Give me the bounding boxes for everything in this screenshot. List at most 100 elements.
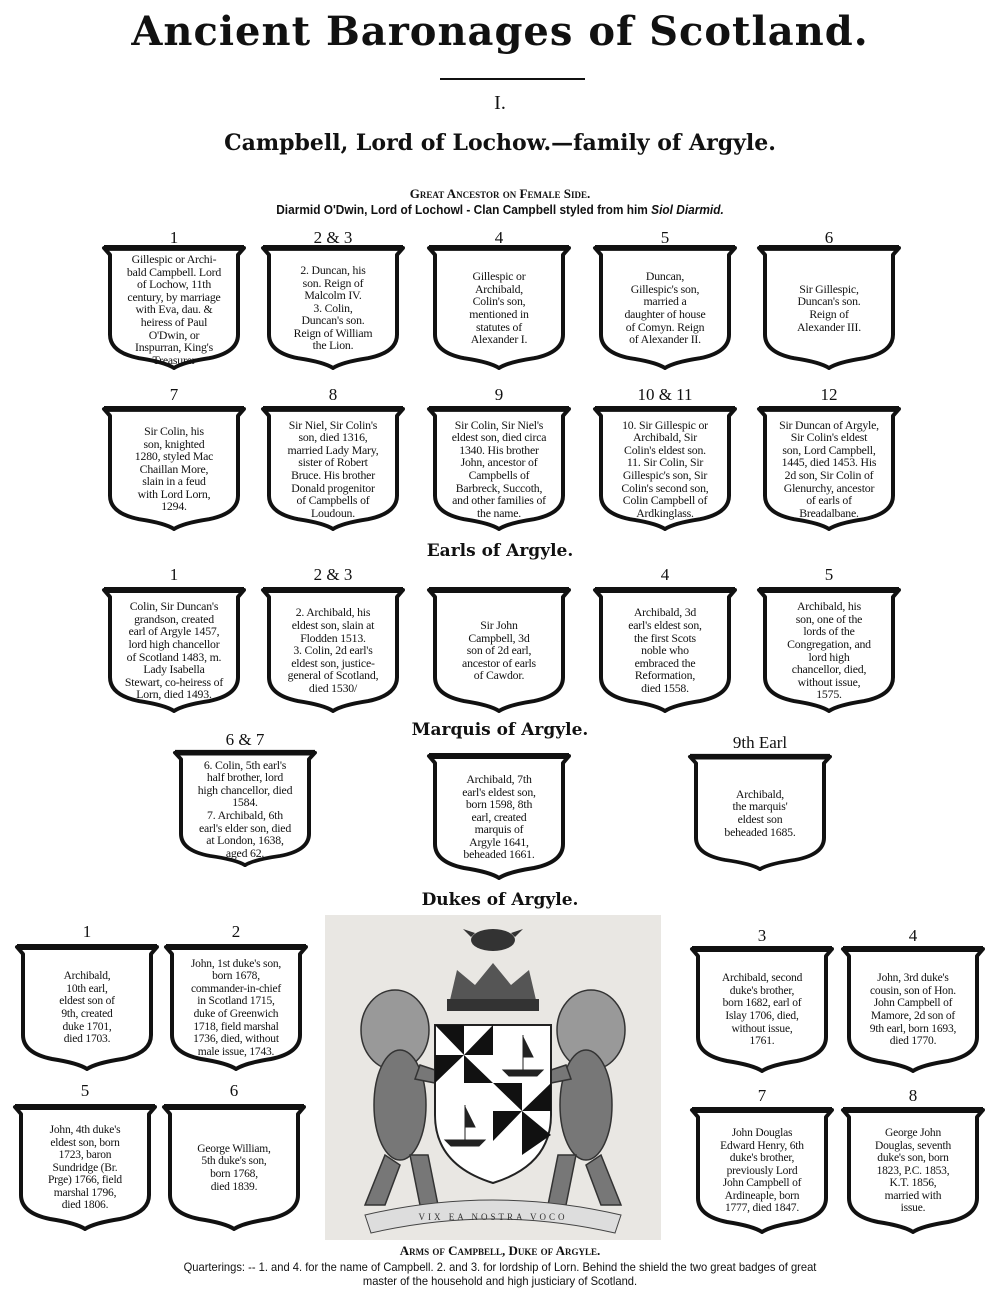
shield-outline-icon	[427, 244, 571, 370]
shield-number-dukes-5: 6	[229, 1081, 239, 1100]
shield-earls-0: Colin, Sir Duncan's grandson, created ea…	[101, 586, 247, 713]
shield-lords-7: Sir Colin, Sir Niel's eldest son, died c…	[426, 405, 572, 531]
coat-of-arms-illustration: VIX EA NOSTRA VOCO	[325, 915, 661, 1240]
shield-outline-icon	[690, 946, 834, 1073]
shield-number-lords-4: 6	[824, 228, 834, 247]
shield-outline-icon	[261, 405, 405, 531]
shield-outline-icon	[13, 1104, 157, 1231]
shield-number-dukes-4: 5	[80, 1081, 90, 1100]
shield-dukes-4: John, 4th duke's eldest son, born 1723, …	[12, 1103, 158, 1231]
shield-earls-1: 2. Archibald, his eldest son, slain at F…	[260, 586, 406, 713]
shield-number-lords-8: 10 & 11	[637, 385, 693, 404]
shield-outline-icon	[688, 753, 832, 871]
lion-left-icon	[360, 989, 452, 1206]
shield-number-lords-1: 2 & 3	[313, 228, 353, 247]
shield-text: George John Douglas, seventh duke's son,…	[874, 1126, 951, 1215]
shield-outline-icon	[162, 1104, 306, 1231]
shield-outline-icon	[102, 586, 246, 713]
shield-text: 2. Archibald, his eldest son, slain at F…	[287, 605, 379, 695]
shield-text: 6. Colin, 5th earl's half brother, lord …	[197, 757, 293, 860]
shield-lords-4: Sir Gillespic, Duncan's son. Reign of Al…	[756, 244, 902, 370]
shield-outline-icon	[690, 1107, 834, 1234]
shield-outline-icon	[427, 753, 571, 880]
shield-lords-0: Gillespic or Archi- bald Campbell. Lord …	[101, 244, 247, 370]
shield-text: Sir John Campbell, 3d son of 2d earl, an…	[462, 618, 536, 683]
shield-outline-icon	[757, 405, 901, 531]
shield-number-lords-2: 4	[494, 228, 504, 247]
shield-dukes-6: John Douglas Edward Henry, 6th duke's br…	[689, 1106, 835, 1234]
shield-number-marquis-2: 9th Earl	[732, 733, 788, 752]
shield-lords-6: Sir Niel, Sir Colin's son, died 1316, ma…	[260, 405, 406, 531]
shield-earls-3: Archibald, 3d earl's eldest son, the fir…	[592, 586, 738, 713]
arms-caption: Arms of Campbell, Duke of Argyle.	[399, 1243, 601, 1258]
shield-text: John, 4th duke's eldest son, born 1723, …	[47, 1123, 122, 1212]
shield-outline-icon	[593, 244, 737, 370]
shield-outline-icon	[841, 1107, 985, 1234]
arms-engraving: VIX EA NOSTRA VOCO	[325, 915, 661, 1240]
shield-earls-2: Sir John Campbell, 3d son of 2d earl, an…	[426, 586, 572, 713]
shield-text: 2. Duncan, his son. Reign of Malcolm IV.…	[293, 262, 373, 353]
shield-text: Gillespic or Archibald, Colin's son, men…	[469, 269, 529, 347]
shield-text: Archibald, the marquis' eldest son behea…	[724, 786, 796, 839]
shield-lords-8: 10. Sir Gillespic or Archibald, Sir Coli…	[592, 405, 738, 531]
shield-text: Sir Niel, Sir Colin's son, died 1316, ma…	[287, 417, 379, 520]
ancestor-line: Diarmid O'Dwin, Lord of Lochowl - Clan C…	[25, 203, 975, 217]
shield-dukes-5: George William, 5th duke's son, born 176…	[161, 1103, 307, 1231]
motto-text: VIX EA NOSTRA VOCO	[418, 1212, 567, 1222]
ancestor-italic: Siol Diarmid.	[651, 203, 724, 217]
chapter-numeral: I.	[494, 92, 506, 114]
shield-lords-2: Gillespic or Archibald, Colin's son, men…	[426, 244, 572, 370]
quartered-shield-icon	[434, 1024, 552, 1185]
shield-text: Archibald, 10th earl, eldest son of 9th,…	[59, 970, 115, 1046]
shield-dukes-3: John, 3rd duke's cousin, son of Hon. Joh…	[840, 945, 986, 1073]
shield-text: George William, 5th duke's son, born 176…	[197, 1142, 271, 1193]
earls-heading: Earls of Argyle.	[426, 541, 574, 561]
page-title: Ancient Baronages of Scotland.	[131, 8, 869, 55]
shield-number-lords-0: 1	[169, 228, 179, 247]
shield-number-earls-1: 2 & 3	[313, 565, 353, 584]
shield-number-lords-6: 8	[328, 385, 338, 404]
shield-number-lords-5: 7	[169, 385, 179, 404]
shield-outline-icon	[261, 244, 405, 370]
shield-lords-3: Duncan, Gillespic's son, married a daugh…	[592, 244, 738, 370]
shield-outline-icon	[593, 586, 737, 713]
shield-dukes-7: George John Douglas, seventh duke's son,…	[840, 1106, 986, 1234]
shield-marquis-1: Archibald, 7th earl's eldest son, born 1…	[426, 752, 572, 880]
shield-text: Archibald, his son, one of the lords of …	[787, 599, 871, 702]
shield-outline-icon	[102, 405, 246, 531]
shield-text: Sir Duncan of Argyle, Sir Colin's eldest…	[779, 417, 879, 520]
shield-dukes-2: Archibald, second duke's brother, born 1…	[689, 945, 835, 1073]
shield-text: Archibald, second duke's brother, born 1…	[721, 972, 803, 1048]
shield-outline-icon	[164, 944, 308, 1071]
marquis-heading: Marquis of Argyle.	[411, 720, 589, 740]
boar-head-crest-icon	[463, 929, 523, 951]
shield-number-lords-9: 12	[820, 385, 838, 404]
shield-earls-4: Archibald, his son, one of the lords of …	[756, 586, 902, 713]
shield-outline-icon	[15, 944, 159, 1071]
shield-number-lords-3: 5	[660, 228, 670, 247]
shield-number-dukes-0: 1	[82, 922, 92, 941]
shield-outline-icon	[841, 946, 985, 1073]
dukes-heading: Dukes of Argyle.	[421, 890, 579, 910]
shield-outline-icon	[261, 586, 405, 713]
shield-number-dukes-3: 4	[908, 926, 918, 945]
shield-number-dukes-7: 8	[908, 1086, 918, 1105]
shield-lords-5: Sir Colin, his son, knighted 1280, style…	[101, 405, 247, 531]
title-divider	[440, 78, 585, 80]
shield-outline-icon	[757, 244, 901, 370]
lion-right-icon	[534, 989, 626, 1206]
shield-text: Sir Colin, his son, knighted 1280, style…	[134, 423, 214, 514]
shield-marquis-0: 6. Colin, 5th earl's half brother, lord …	[172, 749, 318, 867]
shield-text: Sir Gillespic, Duncan's son. Reign of Al…	[796, 281, 861, 334]
shield-marquis-2: Archibald, the marquis' eldest son behea…	[687, 753, 833, 871]
shield-text: Archibald, 7th earl's eldest son, born 1…	[462, 771, 536, 862]
shield-dukes-1: John, 1st duke's son, born 1678, command…	[163, 943, 309, 1071]
quarterings-note: Quarterings: -- 1. and 4. for the name o…	[183, 1260, 817, 1288]
ancestor-text: Diarmid O'Dwin, Lord of Lochowl - Clan C…	[276, 203, 652, 217]
shield-text: Gillespic or Archi- bald Campbell. Lord …	[126, 252, 222, 367]
shield-text: John, 3rd duke's cousin, son of Hon. Joh…	[869, 972, 957, 1048]
shield-outline-icon	[757, 586, 901, 713]
shield-text: John, 1st duke's son, born 1678, command…	[190, 957, 282, 1058]
shield-outline-icon	[427, 586, 571, 713]
shield-outline-icon	[173, 749, 317, 867]
